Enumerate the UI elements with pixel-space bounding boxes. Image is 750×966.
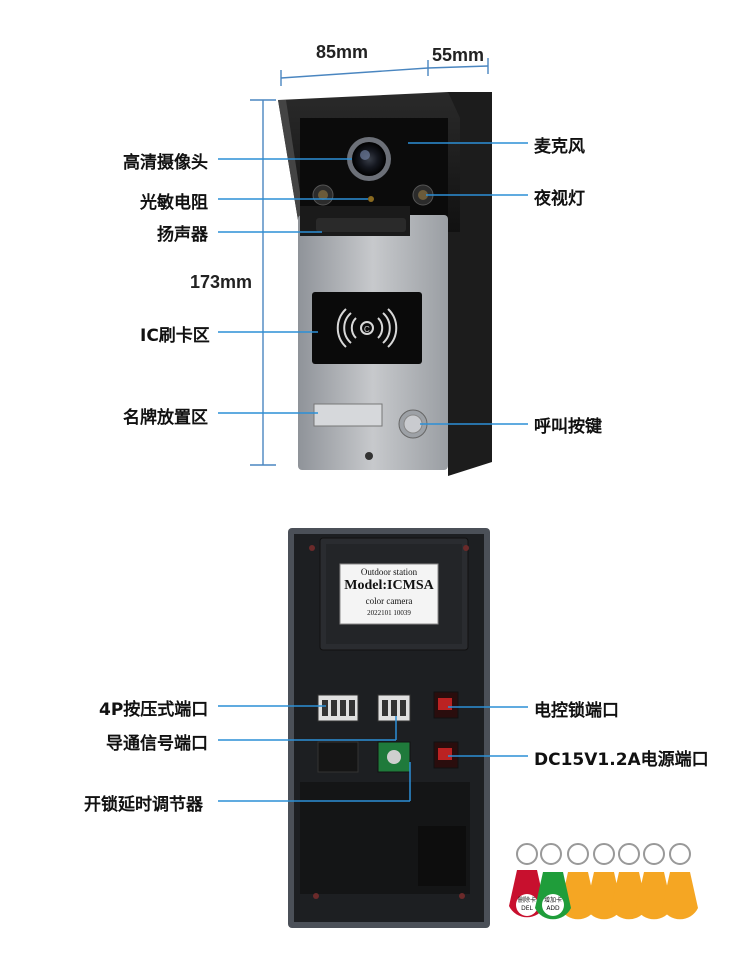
label-ic-card-area: IC刷卡区 — [140, 326, 210, 346]
label-power-port: DC15V1.2A电源端口 — [534, 750, 709, 770]
sticker-serial: 2022101 10039 — [367, 609, 411, 617]
label-speaker: 扬声器 — [157, 225, 208, 245]
svg-text:C: C — [364, 325, 370, 334]
del-fob-en: DEL — [521, 905, 533, 912]
height-dimension: 173mm — [190, 272, 253, 292]
label-microphone: 麦克风 — [534, 137, 585, 157]
label-night-light: 夜视灯 — [534, 189, 585, 209]
speaker-grille — [316, 218, 406, 232]
label-call-button: 呼叫按键 — [534, 417, 602, 437]
add-fob-en: ADD — [546, 905, 560, 912]
ic-card-panel — [312, 292, 422, 364]
width-dimension: 85mm — [316, 42, 369, 62]
sticker-text: Outdoor station Model:ICMSA color camera… — [340, 564, 438, 624]
depth-dimension: 55mm — [432, 45, 485, 65]
label-4p-port: 4P按压式端口 — [99, 700, 209, 720]
nameplate-slot — [313, 403, 383, 427]
back-leader-lines — [218, 705, 528, 802]
front-view-drawing: C — [218, 58, 528, 476]
add-fob-cn: 增加卡 — [543, 897, 562, 904]
keyfob-set — [509, 843, 698, 920]
dimension-lines — [250, 58, 489, 466]
del-fob-label: 删除卡 DEL — [516, 897, 538, 913]
del-fob-cn: 删除卡 — [517, 897, 536, 904]
sticker-line3: color camera — [365, 596, 413, 606]
sticker-model: Model:ICMSA — [344, 578, 434, 593]
model-sticker — [339, 563, 439, 625]
label-unlock-delay: 开锁延时调节器 — [84, 795, 203, 815]
rfid-wave-icon — [336, 308, 398, 348]
label-photoresistor: 光敏电阻 — [140, 193, 208, 213]
label-conduction-port: 导通信号端口 — [106, 734, 208, 754]
add-fob-label: 增加卡 ADD — [542, 897, 564, 913]
back-view-drawing — [218, 528, 698, 928]
front-leader-lines — [218, 142, 528, 425]
sticker-line1: Outdoor station — [360, 567, 418, 577]
label-camera: 高清摄像头 — [123, 153, 208, 173]
label-lock-port: 电控锁端口 — [534, 701, 619, 721]
label-nameplate-area: 名牌放置区 — [123, 408, 208, 428]
